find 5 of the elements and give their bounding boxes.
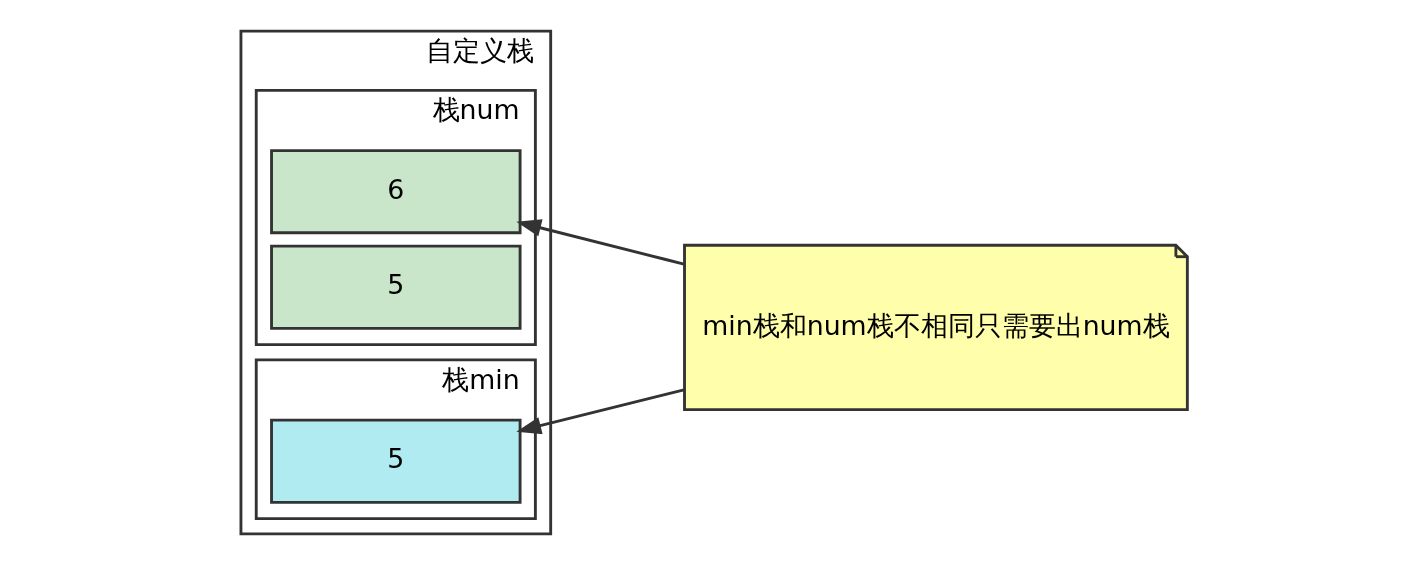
node-box: 5 xyxy=(270,244,522,330)
arrow xyxy=(516,219,685,266)
node-box: 6 xyxy=(270,149,522,235)
arrow xyxy=(516,388,685,435)
node-box: 5 xyxy=(270,418,522,504)
